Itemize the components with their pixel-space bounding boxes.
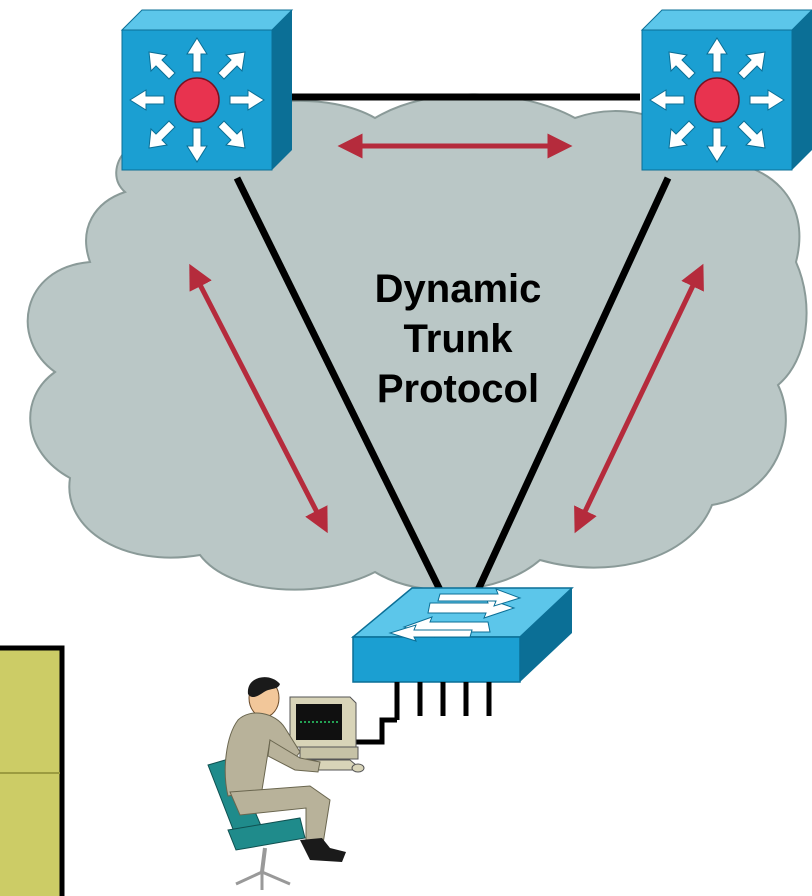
protocol-label-line-3: Protocol xyxy=(377,367,539,411)
negotiation-arrows xyxy=(189,133,704,534)
admin-at-workstation-icon xyxy=(207,677,365,890)
workgroup-switch-icon xyxy=(350,587,574,745)
trunk-link-left xyxy=(233,176,444,592)
protocol-label-line-2: Trunk xyxy=(404,317,514,361)
trunk-link-right xyxy=(474,176,672,592)
protocol-label-line-1: Dynamic xyxy=(375,267,542,311)
protocol-label: Dynamic Trunk Protocol xyxy=(375,267,542,411)
negotiation-arrow-right xyxy=(574,263,704,534)
negotiation-arrow-left xyxy=(189,263,328,534)
side-panel xyxy=(0,645,65,896)
multilayer-switch-left-icon xyxy=(121,9,293,171)
trunk-links xyxy=(233,93,672,592)
multilayer-switch-right-icon xyxy=(641,9,812,171)
